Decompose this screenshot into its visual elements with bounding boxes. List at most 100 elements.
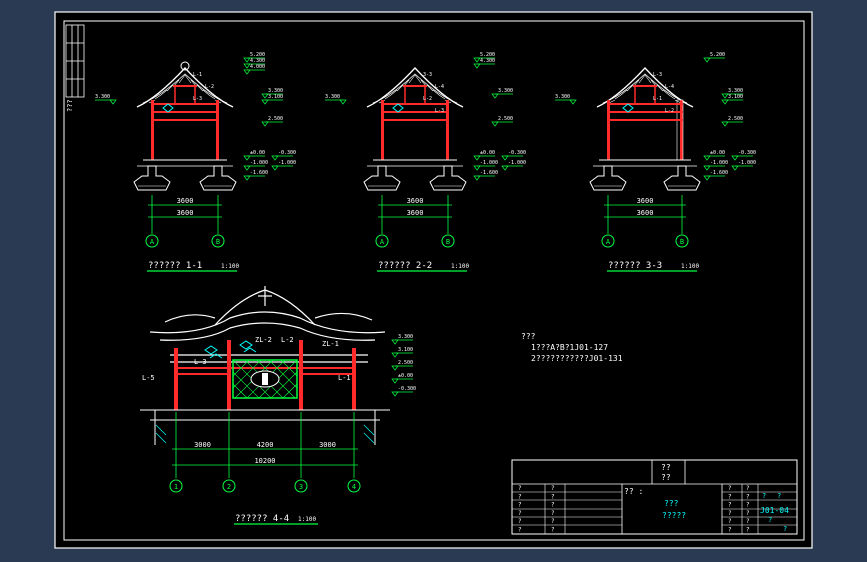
axis-bubble <box>222 479 236 493</box>
axis-bubble <box>375 234 389 248</box>
bracket <box>392 103 404 113</box>
elevation-value: 3.100 <box>728 94 743 100</box>
dimension-value: 3600 <box>407 209 424 217</box>
title-block-cell: ? <box>728 510 732 517</box>
axis-label: 1 <box>174 483 178 491</box>
axis-label: 3 <box>299 483 303 491</box>
bay-dimension: 3000 <box>319 441 336 449</box>
title-block-cell: ? <box>551 510 555 517</box>
dimension-value: 3600 <box>637 209 654 217</box>
elevation-4-4 <box>140 286 390 445</box>
elevation-value: 4.000 <box>250 64 265 70</box>
elevation-value: 4.300 <box>480 58 495 64</box>
column-left <box>381 100 384 160</box>
general-notes: ??? 1???A?B?1J01-127 2???????????J01-131 <box>521 332 623 363</box>
section-scale: 1:100 <box>681 263 699 270</box>
dimension-value: 3600 <box>637 197 654 205</box>
drawing-number: J01-04 <box>760 506 789 515</box>
ridge-ornament <box>180 61 190 71</box>
total-dimension: 10200 <box>254 457 275 465</box>
member-tag: L-3 <box>435 108 444 114</box>
rafter <box>408 74 416 84</box>
rafter <box>614 94 622 100</box>
bay-dimension: 3000 <box>194 441 211 449</box>
footing <box>363 165 401 191</box>
section-scale: 1:100 <box>221 263 239 270</box>
elevation-scale: 1:100 <box>298 516 316 523</box>
rafter <box>432 89 440 96</box>
title-block-cell: ? <box>518 518 522 525</box>
rafter <box>166 84 174 92</box>
elevation-value: 3.300 <box>555 94 570 100</box>
bay-dimension: 4200 <box>257 441 274 449</box>
dimension-value: 3600 <box>407 197 424 205</box>
member-tag: L-5 <box>142 374 155 382</box>
title-block-cell: ? <box>518 493 522 500</box>
axis-label: 2 <box>227 483 231 491</box>
column-left <box>151 100 154 160</box>
title-block-cell: ? <box>518 502 522 509</box>
section-title: ?????? 3-3 <box>608 261 662 271</box>
page-label-a: ? <box>768 516 772 524</box>
title-block-cell: ? <box>746 502 750 509</box>
title-block-cell: ? <box>728 502 732 509</box>
project-name-a: ??? <box>664 499 679 508</box>
elevation-ground <box>140 409 390 445</box>
elevation-value: -1.000 <box>508 160 526 166</box>
axis-bubble <box>211 234 225 248</box>
drawing-sheet <box>54 11 813 549</box>
title-block: ?? ?? ?? : ??? ????? ? ? J01-04 ? ? ????… <box>511 459 798 535</box>
member-tag: L-4 <box>665 84 674 90</box>
axis-bubble <box>601 234 615 248</box>
rafter <box>396 84 404 92</box>
member-tag: L-4 <box>435 84 444 90</box>
member-tag: L-2 <box>281 336 294 344</box>
member-tag: ZL-2 <box>255 336 272 344</box>
axis-label: 4 <box>352 483 356 491</box>
member-tag: 3-3 <box>423 72 432 78</box>
rafter <box>662 89 670 96</box>
title-block-rows: ???????????????????????? <box>518 485 750 534</box>
footing <box>199 165 237 191</box>
elevation-value: -0.300 <box>278 150 296 156</box>
member-tag: L-1 <box>653 96 662 102</box>
rafter <box>626 84 634 92</box>
sheet-label-b: ? <box>777 492 781 500</box>
elevation-value: 2.500 <box>498 116 513 122</box>
title-block-cell: ? <box>728 518 732 525</box>
axis-bubble <box>169 479 183 493</box>
page-label-b: ? <box>783 525 787 533</box>
section-scale: 1:100 <box>451 263 469 270</box>
title-block-cell: ? <box>551 485 555 492</box>
rafter <box>154 94 162 100</box>
roof-inner <box>602 73 688 104</box>
title-block-cell: ? <box>728 485 732 492</box>
section-title: ?????? 1-1 <box>148 261 202 271</box>
axis-label: A <box>150 238 155 246</box>
axis-label: A <box>606 238 611 246</box>
title-block-cell: ? <box>728 527 732 534</box>
elevation-value: 4.300 <box>250 58 265 64</box>
column-right <box>446 100 449 160</box>
title-block-header-2: ?? <box>661 473 671 482</box>
elevation-value: ±0.00 <box>250 150 265 156</box>
project-name-b: ????? <box>662 511 686 520</box>
inner-frame <box>63 20 805 541</box>
rafter <box>438 94 446 100</box>
rafter <box>414 74 422 84</box>
title-block-col-mark: ?? : <box>624 487 643 496</box>
bracket <box>162 103 174 113</box>
elevation-value: -1.600 <box>480 170 498 176</box>
rafter <box>668 94 676 100</box>
dimension-value: 3600 <box>177 197 194 205</box>
elevation-roof <box>149 286 386 363</box>
title-block-cell: ? <box>746 493 750 500</box>
elevation-value: 2.500 <box>398 360 413 366</box>
axis-bubble <box>347 479 361 493</box>
axis-label: B <box>680 238 684 246</box>
rafter <box>202 89 210 96</box>
rafter <box>656 84 664 92</box>
